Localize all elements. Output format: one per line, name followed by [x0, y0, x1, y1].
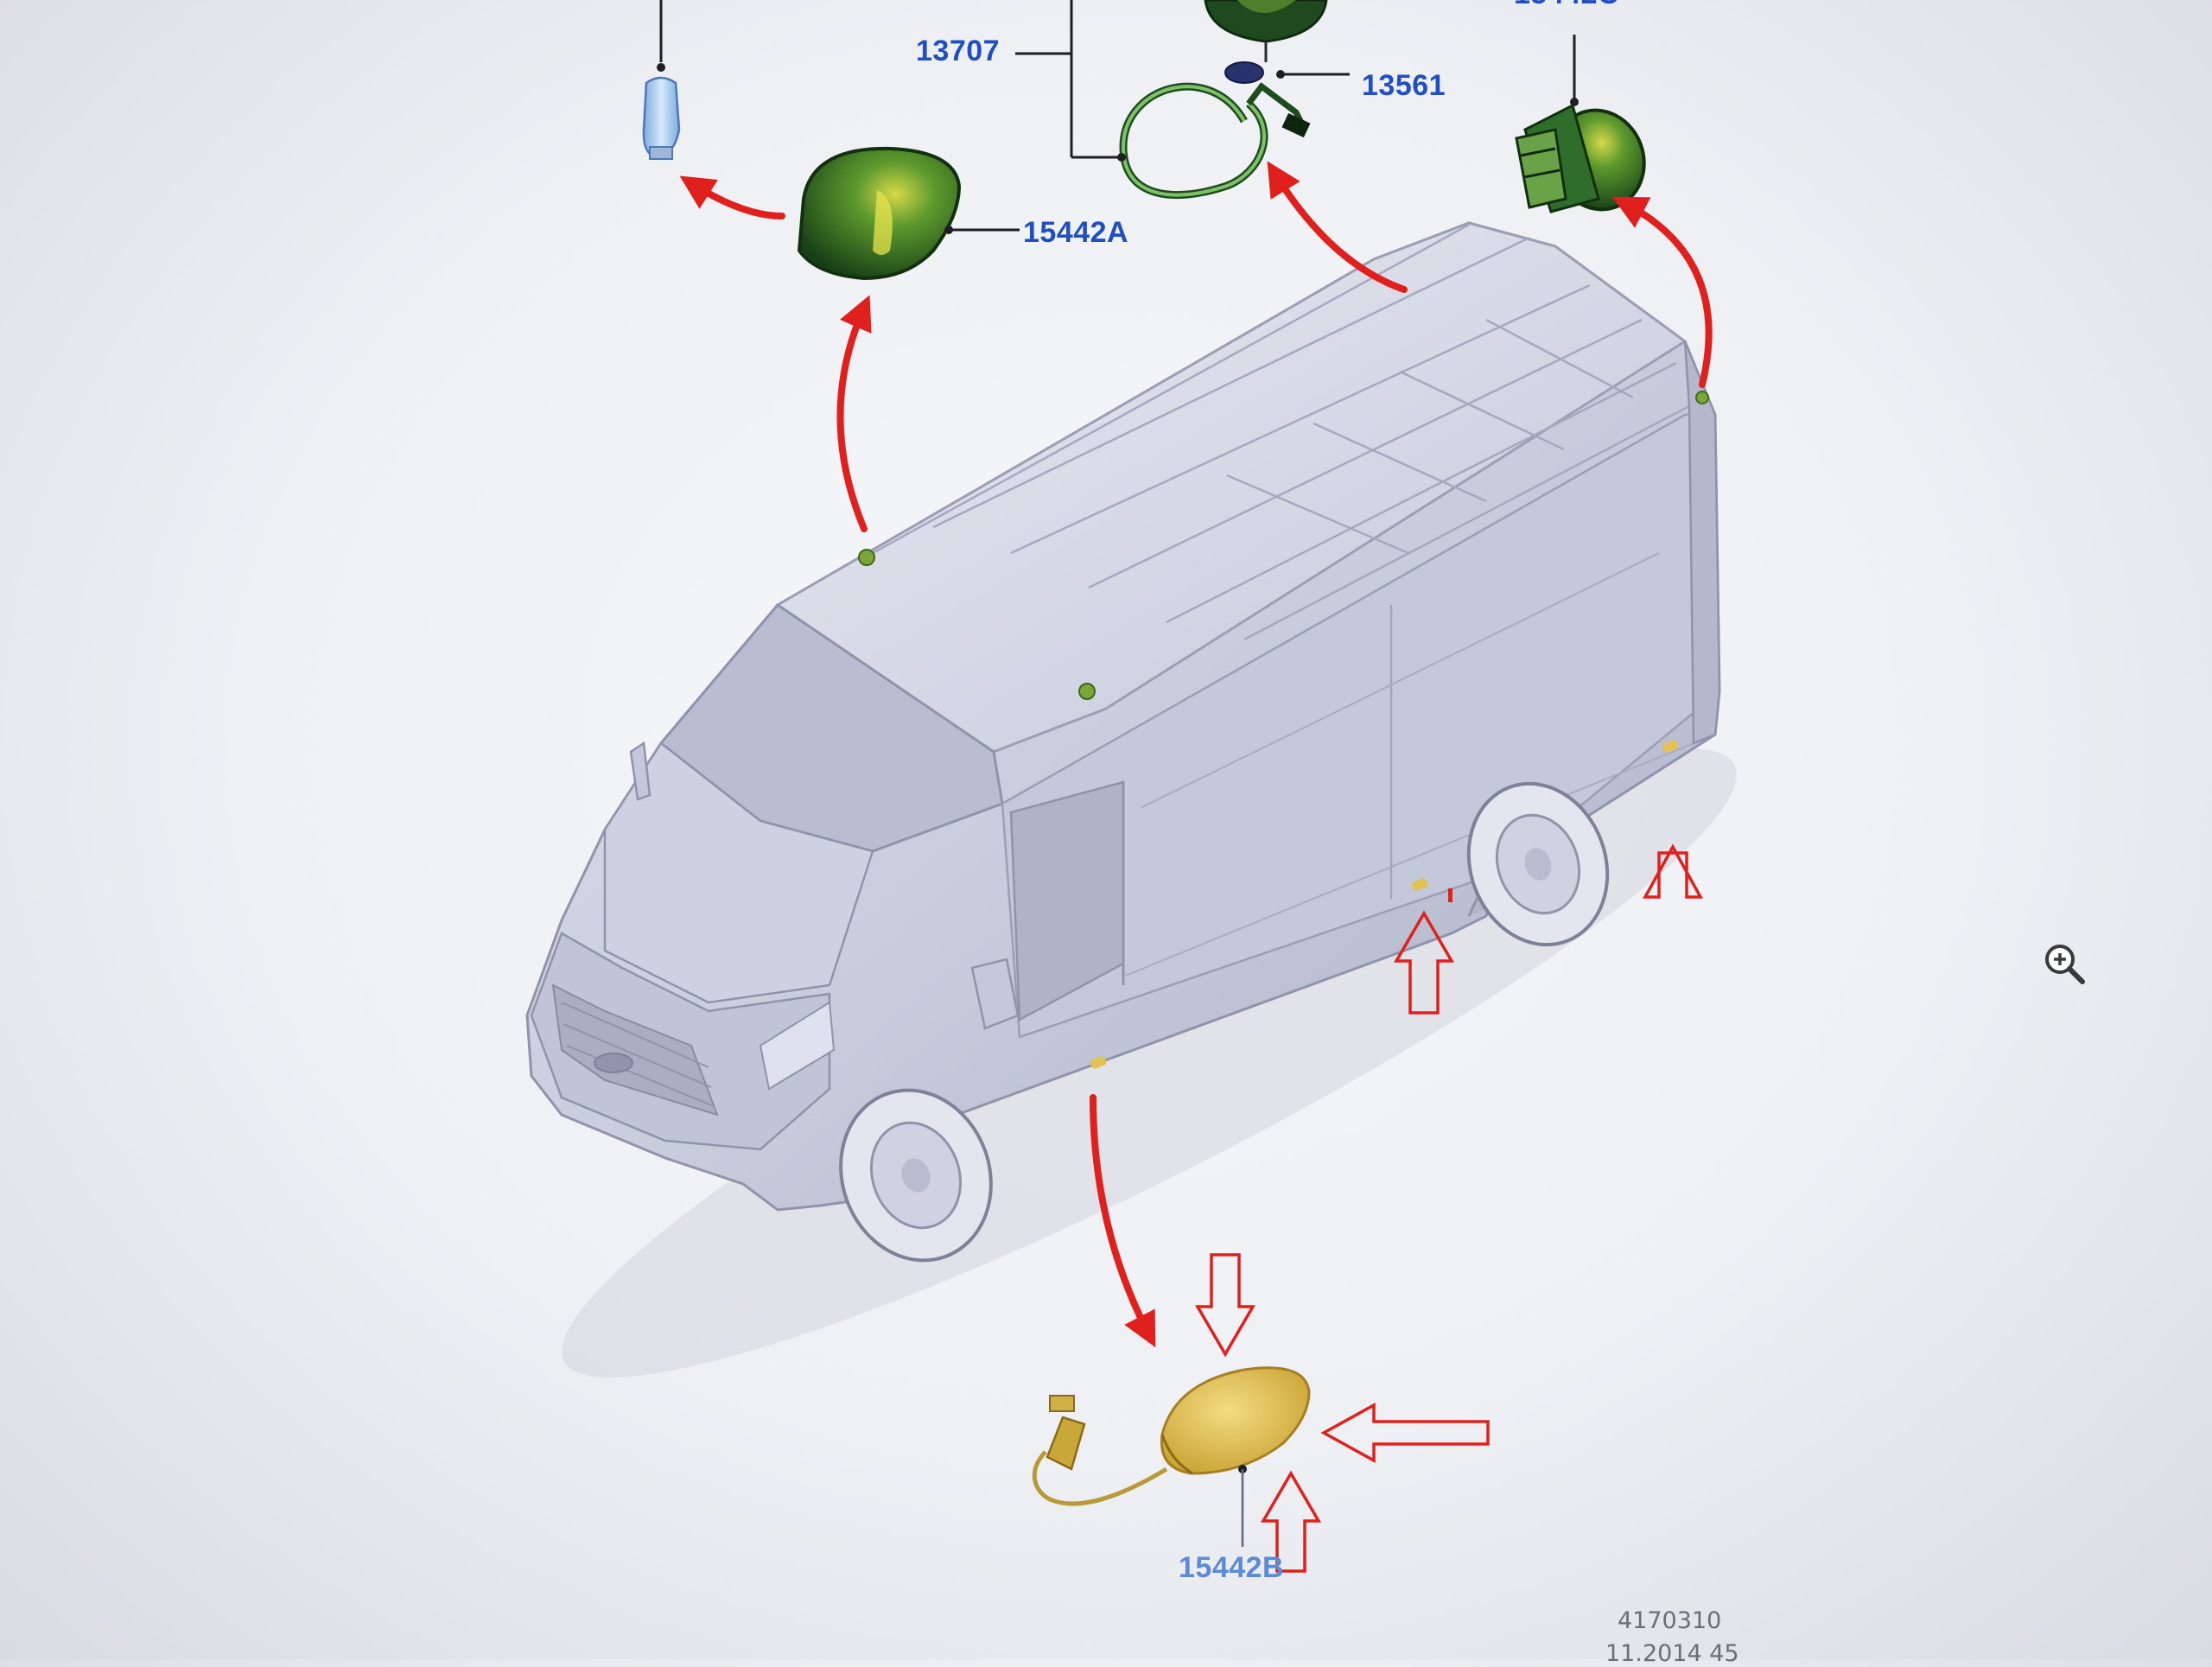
arrow-side-to-15442b	[1090, 1094, 1156, 1348]
marker-lamp-15442c	[1515, 35, 1646, 213]
annotation-arrows	[679, 161, 1713, 1348]
arrow-roof-to-lamp	[836, 295, 872, 532]
arrow-rear-to-15442c	[1611, 196, 1713, 388]
callout-15442a: 15442A	[1023, 216, 1129, 249]
illustration-number: 4170310	[1618, 1607, 1722, 1634]
bulb-icon	[642, 0, 681, 160]
outline-arrow-down	[1194, 1253, 1256, 1358]
outline-arrow-up-2	[1393, 910, 1455, 1015]
side-marker-lamp-15442b	[1032, 1366, 1311, 1547]
zoom-in-icon[interactable]	[2041, 940, 2089, 989]
callout-15442c: 15442C	[1514, 0, 1619, 11]
outline-arrow-left	[1320, 1403, 1490, 1463]
illustration-date: 11.2014 45	[1605, 1640, 1739, 1667]
callout-15442b: 15442B	[1179, 1551, 1285, 1584]
van-illustration	[525, 221, 1737, 1378]
callout-13707: 13707	[916, 35, 1001, 67]
outline-arrow-up-3	[1260, 1470, 1322, 1573]
arrow-to-15442a	[679, 175, 785, 220]
callout-13561: 13561	[1362, 69, 1446, 102]
roof-lamp-harness-group	[1015, 0, 1350, 199]
arrow-roof-to-harness	[1267, 161, 1408, 293]
marker-lamp-15442a	[797, 146, 1020, 281]
outline-arrows	[1194, 843, 1703, 1573]
outline-arrow-up-1	[1643, 843, 1703, 899]
